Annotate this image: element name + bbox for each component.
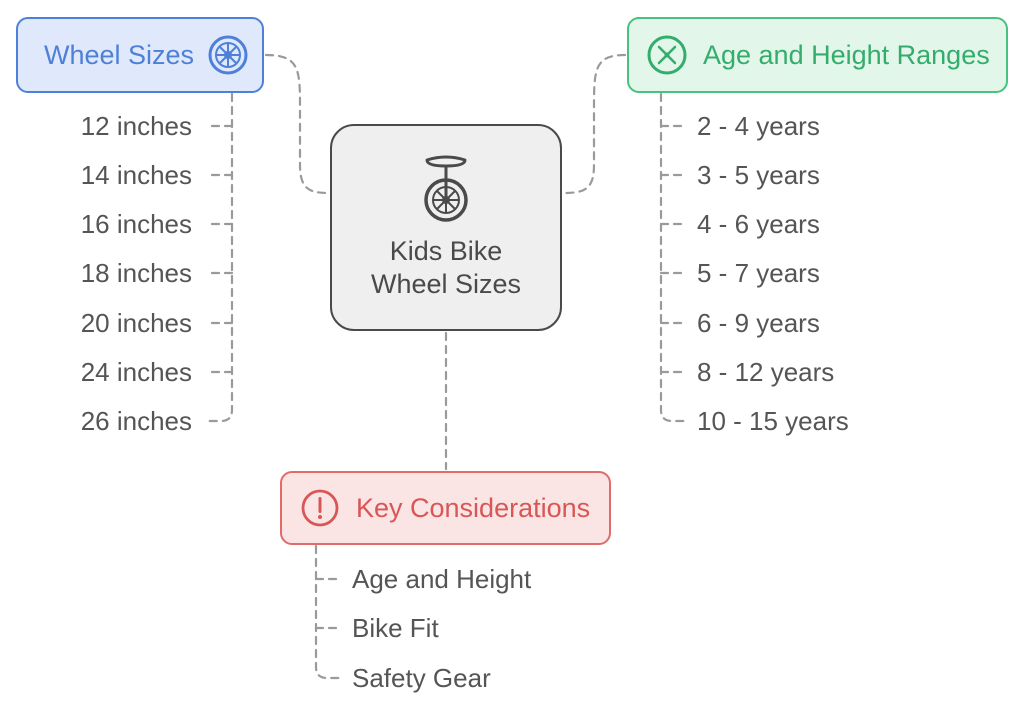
age-range-item: 4 - 6 years [697,209,820,239]
unicycle-icon [419,154,473,229]
consideration-item: Safety Gear [352,663,491,693]
wheel-sizes-trunk [205,92,234,423]
key-considerations-title: Key Considerations [356,492,591,523]
wheel-size-item: 12 inches [80,111,192,141]
wheel-size-item: 26 inches [80,406,192,436]
central-title: Kids Bike Wheel Sizes [371,235,521,301]
age-height-title: Age and Height Ranges [703,39,990,70]
age-range-item: 6 - 9 years [697,308,820,338]
age-range-item: 2 - 4 years [697,111,820,141]
exclamation-icon [298,486,342,530]
consideration-item: Age and Height [352,564,532,594]
central-title-line2: Wheel Sizes [370,269,522,299]
wheel-icon [206,33,250,77]
central-title-line1: Kids Bike [389,236,503,266]
wheel-size-item: 16 inches [80,209,192,239]
age-range-item: 10 - 15 years [697,406,849,436]
consideration-item: Bike Fit [352,613,439,643]
age-range-item: 3 - 5 years [697,160,820,190]
connector-age-height [561,53,627,195]
age-height-node: Age and Height Ranges [627,17,1008,93]
connector-wheel-sizes [264,53,332,195]
wheel-size-item: 24 inches [80,357,192,387]
age-height-trunk [659,92,688,423]
wheel-size-item: 20 inches [80,308,192,338]
wheel-sizes-node: Wheel Sizes [16,17,264,93]
considerations-trunk [314,544,343,680]
age-range-item: 8 - 12 years [697,357,835,387]
age-range-item: 5 - 7 years [697,258,820,288]
central-node: Kids Bike Wheel Sizes [330,124,562,331]
age-height-icon [645,33,689,77]
wheel-size-item: 18 inches [80,258,192,288]
key-considerations-node: Key Considerations [280,471,611,545]
wheel-sizes-title: Wheel Sizes [44,39,195,70]
wheel-size-item: 14 inches [80,160,192,190]
